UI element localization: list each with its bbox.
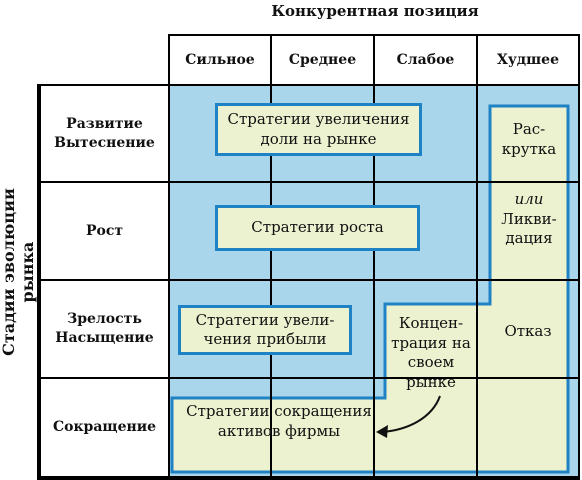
reduce-line1: Стратегии сокращения bbox=[186, 402, 372, 420]
arrow-head bbox=[376, 425, 388, 438]
grid-h-3 bbox=[37, 377, 580, 379]
share-line1: Стратегии увеличения bbox=[227, 110, 410, 128]
row-development-line1: Развитие bbox=[66, 115, 143, 132]
competitive-position-title: Конкурентная позиция bbox=[271, 2, 479, 20]
grid-v-3 bbox=[476, 34, 478, 480]
grid-h-2 bbox=[37, 279, 580, 281]
conc-line2: трация на bbox=[391, 333, 471, 352]
grid-h-0 bbox=[37, 84, 580, 86]
conc-line4: рынке bbox=[406, 372, 456, 391]
row-development-line2: Вытеснение bbox=[54, 134, 155, 151]
col-worst: Худшее bbox=[496, 52, 559, 68]
or-text: или bbox=[514, 190, 544, 208]
grid-h-1 bbox=[37, 181, 580, 183]
grid-h-top bbox=[168, 34, 580, 36]
promo-line1: Рас- bbox=[512, 120, 546, 138]
liq-line2: дация bbox=[505, 229, 553, 247]
liq-line1: Ликви- bbox=[501, 209, 557, 228]
grid-v-0 bbox=[168, 34, 170, 480]
grid-v-4 bbox=[578, 34, 580, 480]
promo-line2: крутка bbox=[501, 139, 557, 158]
col-strong: Сильное bbox=[185, 52, 255, 68]
refusal-text: Отказ bbox=[504, 322, 552, 340]
profit-line2: чения прибыли bbox=[203, 330, 327, 348]
grid-v-1 bbox=[270, 34, 272, 480]
row-maturity-line2: Насыщение bbox=[55, 330, 154, 346]
concentration-text: Концен- трация на своем рынке bbox=[388, 314, 474, 392]
conc-line3: своем bbox=[407, 353, 455, 371]
growth-strategy-box: Стратегии роста bbox=[215, 205, 420, 251]
share-line2: доли на рынке bbox=[260, 129, 377, 148]
promotion-text: Рас-крутка bbox=[492, 120, 566, 159]
liquidation-text: или Ликви- дация bbox=[492, 190, 566, 249]
grid-v-left bbox=[37, 84, 41, 480]
arrow-line bbox=[381, 395, 441, 433]
col-weak: Слабое bbox=[396, 52, 455, 68]
exit-zone-outline bbox=[170, 104, 570, 474]
col-medium: Среднее bbox=[288, 52, 357, 68]
row-growth: Рост bbox=[85, 222, 124, 239]
row-maturity-line1: Зрелость bbox=[67, 311, 142, 328]
profit-line1: Стратегии увели- bbox=[195, 310, 335, 329]
conc-line1: Концен- bbox=[398, 314, 464, 332]
grid-v-2 bbox=[373, 34, 375, 480]
row-decline: Сокращение bbox=[52, 419, 157, 436]
reduce-line2: активов фирмы bbox=[217, 421, 341, 440]
profit-increase-strategy-box: Стратегии увели-чения прибыли bbox=[178, 305, 352, 355]
grid-h-bottom bbox=[37, 476, 580, 480]
